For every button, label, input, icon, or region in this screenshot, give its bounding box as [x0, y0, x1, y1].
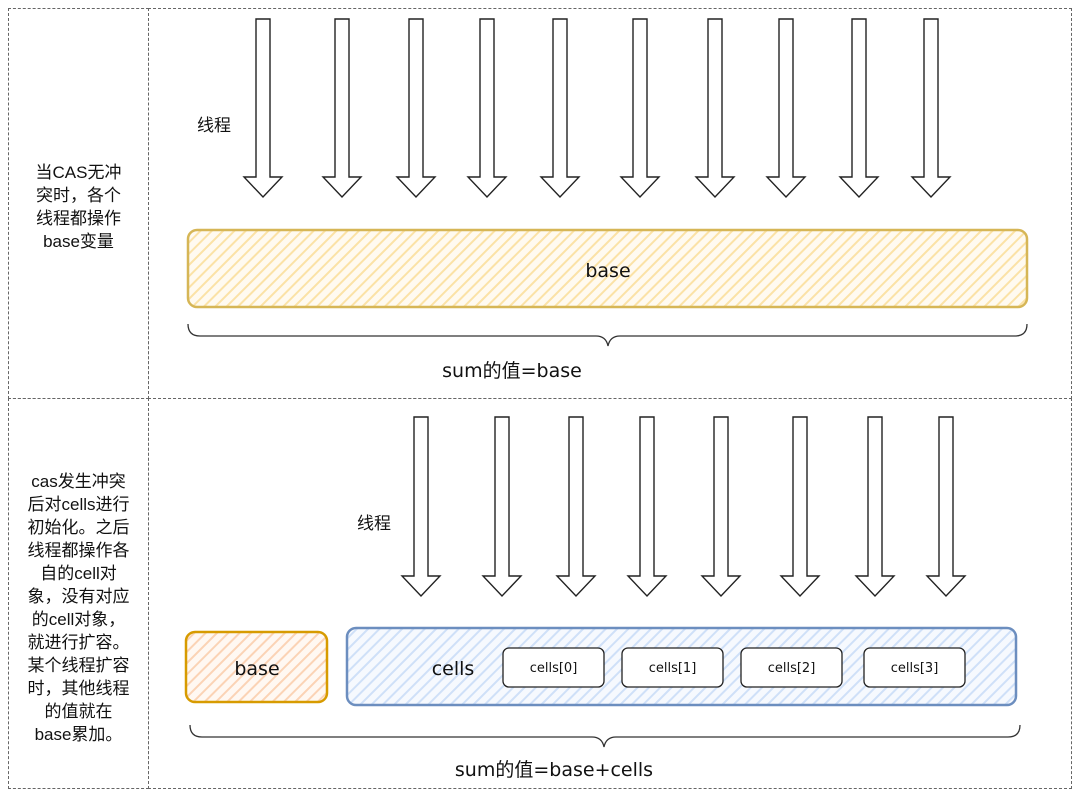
bottom-right-frame: [148, 398, 1072, 789]
cell-item-box: [863, 647, 966, 688]
top-sum-label: sum的值=base: [442, 360, 582, 382]
bottom-note-line: 初始化。之后: [27, 518, 130, 537]
cell-item-label: cells[3]: [891, 661, 939, 676]
top-thread-arrow: [910, 18, 952, 199]
bottom-thread-arrow: [700, 416, 742, 598]
bottom-note-line: 象，没有对应: [27, 587, 130, 606]
top-note: 当CAS无冲 突时，各个 线程都操作 base变量: [10, 161, 147, 253]
top-thread-arrow: [765, 18, 807, 199]
cell-item-box: [502, 647, 605, 688]
bottom-sum-label: sum的值=base+cells: [455, 759, 653, 781]
top-thread-arrow: [539, 18, 581, 199]
bottom-thread-label: 线程: [357, 514, 391, 534]
top-sum-brace: [187, 323, 1028, 347]
bottom-thread-arrow: [555, 416, 597, 598]
bottom-thread-arrow: [925, 416, 967, 598]
top-base-label: base: [585, 260, 630, 282]
top-note-line: 突时，各个: [36, 186, 121, 205]
cell-item-label: cells[0]: [530, 661, 578, 676]
bottom-note-line: 的值就在: [44, 702, 113, 721]
bottom-thread-arrow: [481, 416, 523, 598]
bottom-thread-arrow: [779, 416, 821, 598]
cell-items: cells[0] cells[1] cells[2] cells[3]: [502, 647, 966, 688]
bottom-thread-arrows: [400, 416, 967, 598]
top-thread-arrow: [395, 18, 437, 199]
bottom-note-line: 的cell对象，: [31, 610, 126, 629]
top-note-line: 线程都操作: [36, 209, 121, 228]
top-thread-arrow: [619, 18, 661, 199]
top-base-box: [186, 228, 1029, 309]
top-thread-arrow: [838, 18, 880, 199]
bottom-note-line: 某个线程扩容: [27, 656, 130, 675]
cells-label: cells: [432, 658, 475, 680]
top-thread-arrow: [466, 18, 508, 199]
top-thread-arrows: [242, 18, 952, 199]
cell-item-label: cells[1]: [649, 661, 697, 676]
cell-item-label: cells[2]: [768, 661, 816, 676]
bottom-thread-arrow: [400, 416, 442, 598]
bottom-thread-arrow: [854, 416, 896, 598]
top-thread-arrow: [242, 18, 284, 199]
bottom-note-line: cas发生冲突: [31, 472, 126, 491]
bottom-note: cas发生冲突 后对cells进行 初始化。之后 线程都操作各 自的cell对 …: [10, 470, 147, 746]
cell-item-box: [621, 647, 724, 688]
top-thread-arrow: [321, 18, 363, 199]
top-thread-arrow: [694, 18, 736, 199]
bottom-note-line: 就进行扩容。: [27, 633, 130, 652]
bottom-note-line: 自的cell对: [40, 564, 117, 583]
bottom-base-box: [184, 630, 329, 704]
bottom-note-line: 时，其他线程: [27, 679, 130, 698]
top-note-line: base变量: [43, 232, 114, 251]
bottom-sum-brace: [189, 724, 1021, 748]
top-thread-label: 线程: [197, 116, 231, 136]
bottom-thread-arrow: [626, 416, 668, 598]
bottom-note-line: 后对cells进行: [27, 495, 130, 514]
cell-item-box: [740, 647, 843, 688]
top-note-line: 当CAS无冲: [35, 163, 122, 182]
bottom-base-label: base: [234, 658, 279, 680]
bottom-note-line: 线程都操作各: [27, 541, 130, 560]
bottom-note-line: base累加。: [34, 725, 123, 744]
